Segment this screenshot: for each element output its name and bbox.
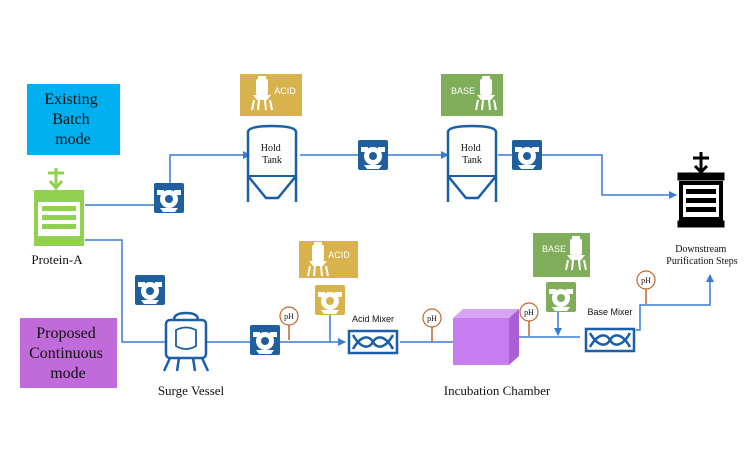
svg-text:Hold Tank: Hold Tank [261,143,284,166]
hold-tank-1-line-2: Tank [262,155,282,166]
acid-reagent-container-continuous: ACID [299,241,358,278]
hold-tank-1-line-1: Hold [261,143,281,154]
base-label-cont: BASE [542,244,566,254]
cont-mode-line-1: Proposed [36,325,96,342]
surge-vessel-label: Surge Vessel [158,383,225,398]
downstream-line-2: Purification Steps [666,256,737,267]
acid-reagent-container: ACID [240,74,302,116]
pump-icon[interactable] [154,183,184,213]
proposed-continuous-mode-box: Proposed Continuous mode [20,318,117,388]
static-mixer-icon [584,327,636,353]
pump-icon[interactable] [358,140,388,170]
pump-icon[interactable] [135,275,165,305]
hold-tank-2-line-1: Hold [461,143,481,154]
base-mixer-label: Base Mixer [587,307,632,317]
acid-mixer-label: Acid Mixer [352,314,394,324]
ph-label-3: pH [524,308,534,317]
batch-mode-line-3: mode [55,131,91,148]
cont-mode-line-2: Continuous [29,345,103,362]
incubation-chamber-label: Incubation Chamber [444,383,551,398]
svg-text:Downstream Purification St: Downstream Purification Steps [666,244,737,267]
existing-batch-mode-box: Existing Batch mode [27,84,120,155]
base-reagent-container: BASE [441,74,503,116]
base-reagent-container-continuous: BASE [533,233,590,277]
purification-column-icon [677,152,725,228]
ph-label-1: pH [284,312,294,321]
surge-vessel-icon [162,311,210,372]
protein-a-label: Protein-A [31,252,83,267]
ph-label-4: pH [641,276,651,285]
base-pump-icon[interactable] [546,282,576,312]
incubation-chamber-icon [453,309,519,365]
protein-a-column-icon [34,168,84,246]
downstream-line-1: Downstream [675,244,726,255]
acid-pump-icon[interactable] [315,285,345,315]
svg-text:Proposed Continuous: Proposed Continuous mode [29,325,107,382]
batch-mode-line-2: Batch [52,111,89,128]
pump-icon[interactable] [512,140,542,170]
cont-mode-line-3: mode [50,365,86,382]
acid-label-cont: ACID [328,250,350,260]
svg-text:Existing Batch mod: Existing Batch mode [44,91,101,148]
base-label-batch: BASE [451,86,475,96]
svg-text:Hold Tank: Hold Tank [461,143,484,166]
pump-icon[interactable] [250,325,280,355]
ph-label-2: pH [427,314,437,323]
acid-label-batch: ACID [274,86,296,96]
batch-mode-line-1: Existing [44,91,97,108]
static-mixer-icon [347,329,399,355]
hold-tank-2-line-2: Tank [462,155,482,166]
